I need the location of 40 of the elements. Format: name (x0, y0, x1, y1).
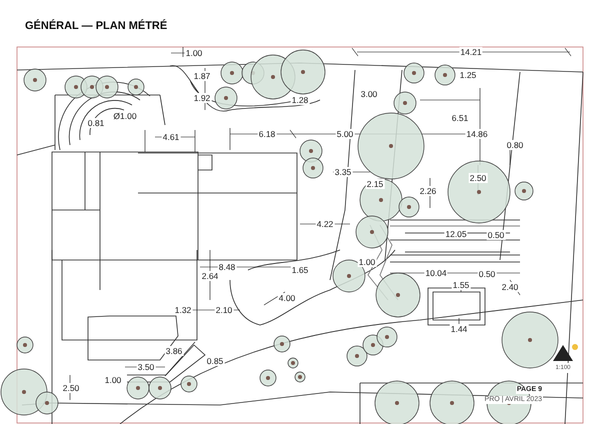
dimension-label: 1.92 (192, 93, 212, 103)
page-title: GÉNÉRAL — PLAN MÉTRÉ (25, 20, 168, 32)
dimension-label: 12.05 (444, 229, 468, 239)
dimension-label: Ø1.00 (112, 111, 138, 121)
dimension-label: 3.50 (136, 362, 156, 372)
dimension-label: 1.44 (450, 324, 468, 334)
dimension-label: 8.48 (218, 262, 236, 272)
dimension-label: 3.86 (164, 346, 184, 356)
dimension-label: 1.28 (290, 95, 310, 105)
dimension-label: 4.00 (278, 293, 296, 303)
dimension-label: 2.64 (200, 271, 220, 281)
dimension-label: 1.32 (174, 305, 192, 315)
dimension-label: 6.51 (450, 113, 470, 123)
dimension-label: 2.10 (214, 305, 234, 315)
dimension-label: 2.50 (468, 173, 488, 183)
dimension-label: 1.55 (452, 280, 470, 290)
dimension-label: 0.50 (478, 269, 496, 279)
dimension-label: 0.85 (206, 356, 224, 366)
dimension-label: 0.50 (486, 230, 506, 240)
dimension-label: 1.25 (458, 70, 478, 80)
dimension-label: 5.00 (336, 129, 354, 139)
dimension-label: 1.00 (104, 375, 122, 385)
dimension-label: 0.81 (86, 118, 106, 128)
dimension-label: 10.04 (424, 268, 448, 278)
dimension-label: 4.61 (162, 132, 180, 142)
dimension-label: 14.21 (459, 47, 483, 57)
dimension-label: 6.18 (258, 129, 276, 139)
dimension-label: 2.40 (500, 282, 520, 292)
dimension-label: 2.50 (62, 383, 80, 393)
dimension-label: 1.65 (290, 265, 310, 275)
dimension-label: 2.26 (418, 186, 438, 196)
dimension-label: 1.00 (358, 257, 376, 267)
dimension-label: 3.00 (360, 89, 378, 99)
dimension-label: 0.80 (506, 140, 524, 150)
dimension-label: 1.00 (184, 48, 204, 58)
dimension-label: 4.22 (316, 219, 334, 229)
dimension-label: 14.86 (465, 129, 489, 139)
dimension-label: 1.87 (192, 71, 212, 81)
dimension-label: 3.35 (334, 167, 352, 177)
dimension-label: 2.15 (366, 179, 384, 189)
